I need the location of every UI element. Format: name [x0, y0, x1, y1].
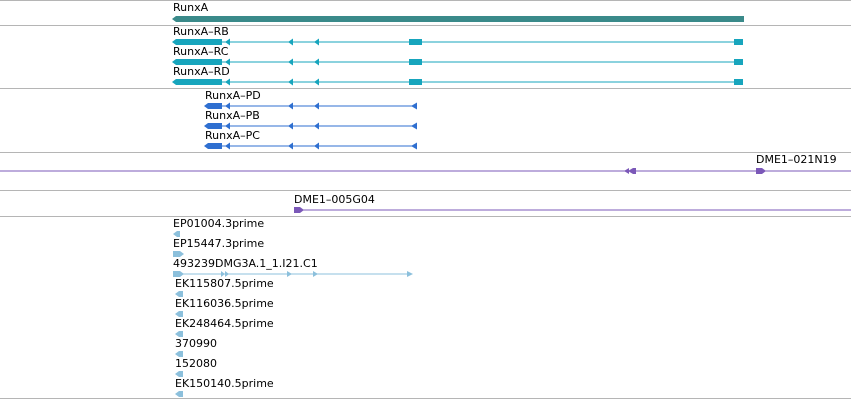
est-label-370990[interactable]: 370990	[175, 337, 217, 350]
est-label-152080[interactable]: 152080	[175, 357, 217, 370]
est-glyph-ek116036[interactable]	[175, 311, 183, 317]
protein-label-pb[interactable]: RunxA–PB	[205, 109, 260, 122]
track-separator	[0, 216, 851, 217]
track-separator	[0, 398, 851, 399]
clone-glyph-dme1-005g04[interactable]	[294, 207, 851, 213]
clone-label-dme1-005g04[interactable]: DME1–005G04	[294, 193, 375, 206]
est-glyph-152080[interactable]	[175, 371, 183, 377]
track-separator	[0, 190, 851, 191]
track-separator	[0, 88, 851, 89]
est-glyph-ep15447[interactable]	[173, 251, 184, 257]
est-glyph-370990[interactable]	[175, 351, 183, 357]
est-label-ek115807[interactable]: EK115807.5prime	[175, 277, 274, 290]
protein-glyph-pb[interactable]	[204, 122, 417, 130]
est-label-493239[interactable]: 493239DMG3A.1_1.I21.C1	[173, 257, 318, 270]
clone-label-dme1-021n19[interactable]: DME1–021N19	[756, 153, 837, 166]
protein-glyph-pd[interactable]	[204, 102, 417, 110]
track-separator	[0, 25, 851, 26]
gene-glyph-runxa[interactable]	[172, 16, 744, 22]
est-label-ek248464[interactable]: EK248464.5prime	[175, 317, 274, 330]
transcript-label-rc[interactable]: RunxA–RC	[173, 45, 229, 58]
transcript-glyph-rc[interactable]	[172, 58, 743, 66]
est-glyph-ek150140[interactable]	[175, 391, 183, 397]
protein-label-pc[interactable]: RunxA–PC	[205, 129, 260, 142]
protein-glyph-pc[interactable]	[204, 142, 417, 150]
est-glyph-493239[interactable]	[173, 271, 413, 277]
est-label-ek116036[interactable]: EK116036.5prime	[175, 297, 274, 310]
clone-glyph-dme1-021n19[interactable]	[0, 168, 851, 174]
transcript-glyph-rd[interactable]	[172, 78, 743, 86]
est-label-ep15447[interactable]: EP15447.3prime	[173, 237, 265, 250]
gene-label-runxa[interactable]: RunxA	[173, 1, 209, 14]
est-label-ek150140[interactable]: EK150140.5prime	[175, 377, 274, 390]
est-label-ep01004[interactable]: EP01004.3prime	[173, 217, 265, 230]
transcript-label-rd[interactable]: RunxA–RD	[173, 65, 230, 78]
est-glyph-ep01004[interactable]	[173, 231, 180, 237]
est-glyph-ek115807[interactable]	[175, 291, 183, 297]
est-glyph-ek248464[interactable]	[175, 331, 183, 337]
track-separator	[0, 0, 851, 1]
track-separator	[0, 152, 851, 153]
transcript-label-rb[interactable]: RunxA–RB	[173, 25, 229, 38]
protein-label-pd[interactable]: RunxA–PD	[205, 89, 261, 102]
transcript-glyph-rb[interactable]	[172, 38, 743, 46]
